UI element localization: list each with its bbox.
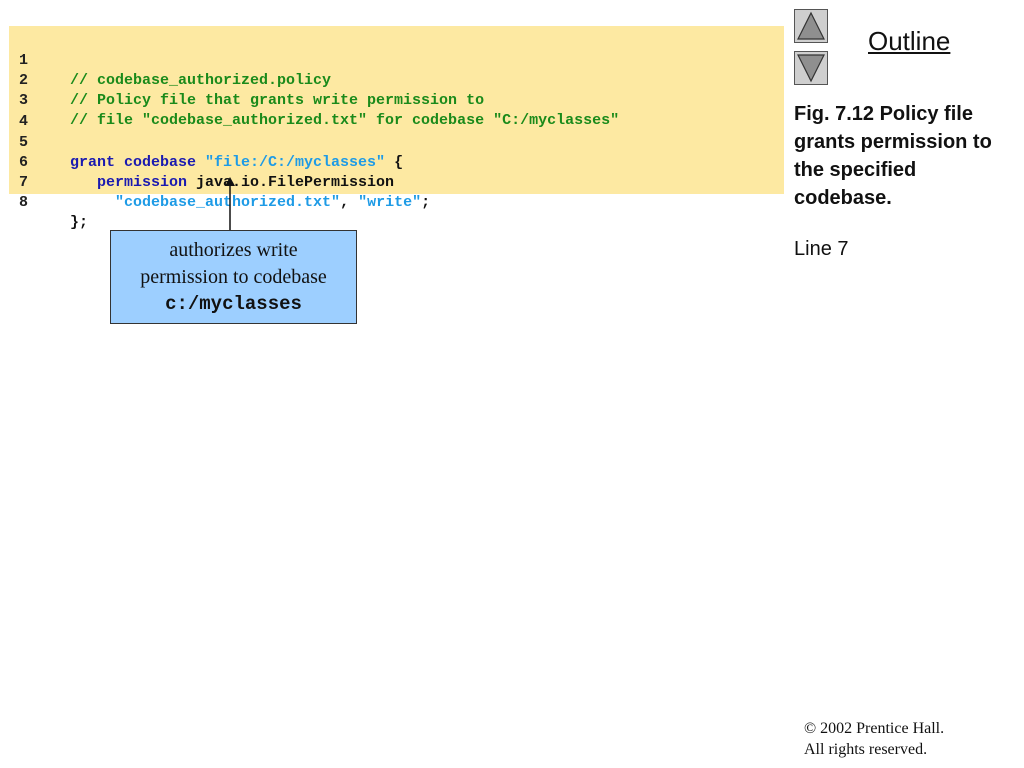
line-number: 3 (19, 92, 29, 109)
line-number: 7 (19, 174, 29, 191)
line-number: 8 (19, 194, 29, 211)
code-keyword: permission (70, 174, 197, 191)
previous-slide-button[interactable] (794, 9, 828, 43)
copyright-line: © 2002 Prentice Hall. (804, 720, 945, 737)
code-plain (70, 194, 115, 211)
code-text: // Policy file that grants write permiss… (70, 91, 484, 111)
code-plain: { (385, 154, 404, 171)
copyright-notice: © 2002 Prentice Hall. All rights reserve… (804, 718, 944, 760)
triangle-up-icon (797, 11, 825, 40)
line-number: 4 (19, 113, 29, 130)
code-plain: , (340, 194, 359, 211)
code-text: grant codebase "file:/C:/myclasses" { (70, 153, 403, 173)
code-line: 2 // Policy file that grants write permi… (9, 51, 484, 109)
code-line: 5 grant codebase "file:/C:/myclasses" { (9, 113, 403, 171)
code-text: "codebase_authorized.txt", "write"; (70, 193, 430, 213)
code-line: 4 (9, 92, 45, 130)
line-number: 1 (19, 52, 29, 69)
code-line: 6 permission java.io.FilePermission (9, 133, 394, 191)
line-number: 2 (19, 72, 29, 89)
code-comment: // file "codebase_authorized.txt" for co… (70, 112, 620, 129)
code-string: "codebase_authorized.txt" (115, 194, 341, 211)
outline-link[interactable]: Outline (868, 26, 951, 56)
code-comment: // codebase_authorized.policy (70, 72, 332, 89)
callout-code: c:/myclasses (165, 293, 302, 315)
code-text: }; (70, 213, 88, 233)
code-text: permission java.io.FilePermission (70, 173, 394, 193)
code-line: 7 "codebase_authorized.txt", "write"; (9, 153, 430, 211)
next-slide-button[interactable] (794, 51, 828, 85)
code-line: 1 // codebase_authorized.policy (9, 31, 331, 89)
callout-box: authorizes write permission to codebase … (110, 230, 357, 324)
code-plain: }; (70, 214, 89, 231)
figure-caption: Fig. 7.12 Policy file grants permission … (794, 103, 992, 209)
copyright-line: All rights reserved. (804, 741, 928, 758)
triangle-down-icon (797, 54, 825, 83)
line-reference: Line 7 (794, 238, 849, 260)
callout-line: permission to codebase (140, 266, 327, 288)
code-text: // codebase_authorized.policy (70, 71, 331, 91)
code-line: 3 // file "codebase_authorized.txt" for … (9, 71, 619, 129)
code-listing: 1 // codebase_authorized.policy 2 // Pol… (9, 26, 784, 231)
code-plain: java.io.FilePermission (196, 174, 395, 191)
code-text: // file "codebase_authorized.txt" for co… (70, 111, 619, 131)
callout-line: authorizes write (169, 239, 298, 261)
code-string: "file:/C:/myclasses" (205, 154, 386, 171)
code-comment: // Policy file that grants write permiss… (70, 92, 485, 109)
code-plain: ; (421, 194, 431, 211)
code-string: "write" (358, 194, 422, 211)
code-line: 8 }; (9, 173, 88, 231)
callout-arrow (225, 177, 235, 232)
code-keyword: grant codebase (70, 154, 206, 171)
line-number: 5 (19, 134, 29, 151)
line-number: 6 (19, 154, 29, 171)
